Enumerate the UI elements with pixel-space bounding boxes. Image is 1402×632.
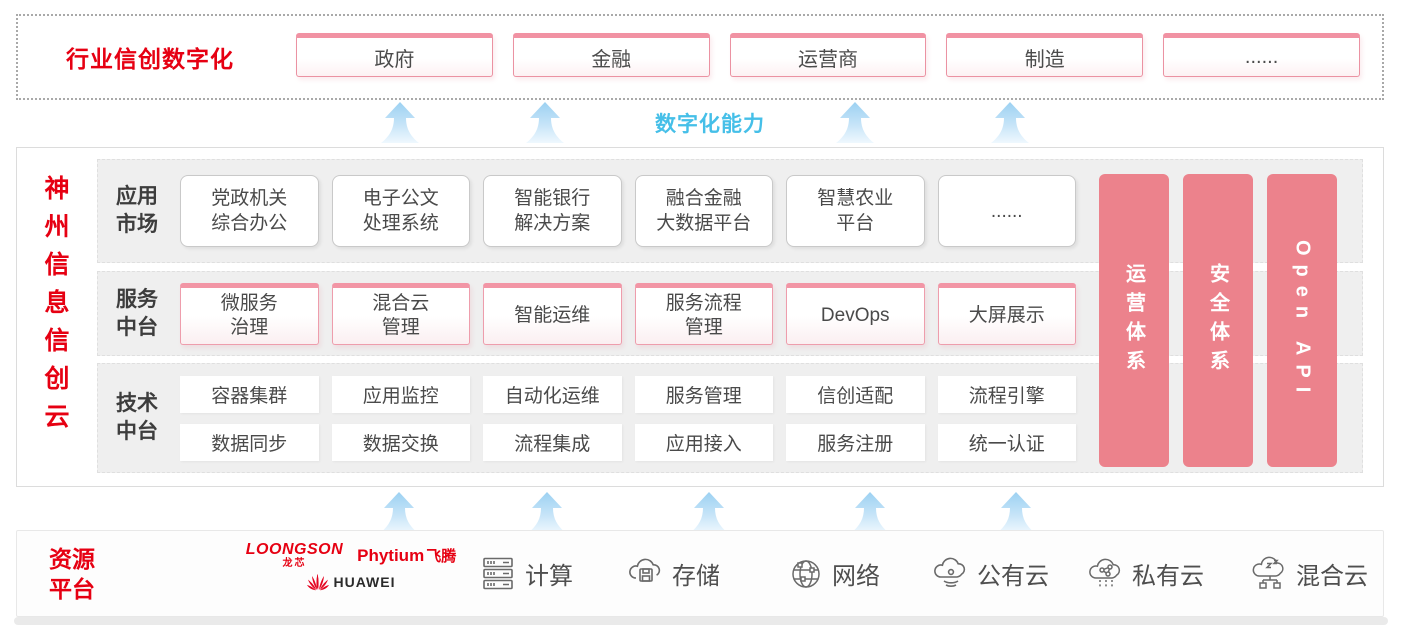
app-box-list: 党政机关 综合办公电子公文 处理系统智能银行 解决方案融合金融 大数据平台智慧农… bbox=[180, 160, 1076, 262]
phytium-wordmark: Phytium bbox=[357, 546, 425, 565]
tech-box: 统一认证 bbox=[937, 423, 1076, 461]
tech-box-list: 容器集群应用监控自动化运维服务管理信创适配流程引擎数据同步数据交换流程集成应用接… bbox=[180, 364, 1076, 472]
vendor-logos: LOONGSON 龙芯 Phytium 飞腾 bbox=[215, 542, 487, 591]
up-arrow-icon bbox=[836, 102, 874, 143]
resource-item-compute: 计算 bbox=[480, 556, 573, 592]
resource-item-label: 存储 bbox=[672, 563, 720, 590]
layer-label: 技术 中台 bbox=[116, 392, 158, 443]
layer-label: 服务 中台 bbox=[116, 287, 158, 339]
up-arrow-icon bbox=[380, 492, 418, 533]
tech-box: 流程引擎 bbox=[937, 375, 1076, 413]
phytium-cn-label: 飞腾 bbox=[426, 548, 457, 565]
service-box: 混合云 管理 bbox=[331, 282, 470, 345]
resource-item-public-cloud: 公有云 bbox=[932, 556, 1049, 592]
huawei-flower-icon bbox=[306, 574, 329, 591]
sector-list: 政府金融运营商制造...... bbox=[296, 33, 1360, 77]
service-box: 服务流程 管理 bbox=[634, 282, 773, 345]
app-box: 融合金融 大数据平台 bbox=[634, 175, 773, 247]
resource-item-storage: 存储 bbox=[627, 556, 720, 592]
public-cloud-icon bbox=[934, 557, 966, 587]
tech-box: 应用监控 bbox=[331, 375, 470, 413]
industry-banner: 行业信创数字化 政府金融运营商制造...... bbox=[16, 14, 1384, 100]
service-box: 微服务 治理 bbox=[180, 282, 319, 345]
up-arrow-icon bbox=[690, 492, 728, 533]
up-arrow-icon bbox=[991, 102, 1029, 143]
tech-box: 流程集成 bbox=[483, 423, 622, 461]
tech-box: 自动化运维 bbox=[483, 375, 622, 413]
compute-icon bbox=[483, 557, 513, 589]
resource-item-hybrid-cloud: 混合云 bbox=[1251, 556, 1368, 592]
sector-box: 金融 bbox=[512, 33, 710, 77]
platform-title: 神州信息信创云 bbox=[44, 175, 70, 431]
resource-item-label: 混合云 bbox=[1296, 563, 1368, 590]
pillar-bar: Open API bbox=[1267, 174, 1337, 467]
layer-label: 应用 市场 bbox=[116, 185, 158, 236]
tech-box: 服务注册 bbox=[786, 423, 925, 461]
resource-item-network: 网络 bbox=[787, 556, 880, 592]
loongson-cn-label: 龙芯 bbox=[282, 558, 307, 569]
resource-item-label: 私有云 bbox=[1132, 563, 1204, 590]
pillar-bar: 安全体系 bbox=[1183, 174, 1253, 467]
tech-box: 应用接入 bbox=[634, 423, 773, 461]
app-box: 智能银行 解决方案 bbox=[483, 175, 622, 247]
tech-box: 信创适配 bbox=[786, 375, 925, 413]
service-box: DevOps bbox=[786, 282, 925, 345]
hybrid-cloud-icon bbox=[1252, 556, 1284, 589]
up-arrow-icon bbox=[381, 102, 419, 143]
bottom-divider bbox=[14, 617, 1388, 625]
resource-label: 资源 平台 bbox=[49, 545, 95, 602]
app-box: ...... bbox=[937, 175, 1076, 247]
up-arrow-icon bbox=[997, 492, 1035, 533]
sector-box: 运营商 bbox=[729, 33, 927, 77]
phytium-logo: Phytium 飞腾 bbox=[357, 545, 456, 566]
storage-icon bbox=[629, 558, 661, 582]
platform-panel: 神州信息信创云 应用 市场 党政机关 综合办公电子公文 处理系统智能银行 解决方… bbox=[16, 147, 1384, 487]
tech-box: 服务管理 bbox=[634, 375, 773, 413]
loongson-logo: LOONGSON 龙芯 bbox=[246, 542, 343, 569]
service-box: 大屏展示 bbox=[937, 282, 1076, 345]
pillar-bar: 运营体系 bbox=[1099, 174, 1169, 467]
huawei-wordmark: HUAWEI bbox=[333, 574, 396, 590]
up-arrow-icon bbox=[528, 492, 566, 533]
tech-box: 容器集群 bbox=[180, 375, 319, 413]
sector-box: 政府 bbox=[296, 33, 493, 77]
app-box: 党政机关 综合办公 bbox=[180, 175, 319, 247]
sector-box: 制造 bbox=[946, 33, 1144, 77]
network-icon bbox=[792, 559, 820, 588]
up-arrow-icon bbox=[526, 102, 564, 143]
capability-label: 数字化能力 bbox=[655, 113, 765, 136]
service-box: 智能运维 bbox=[483, 282, 622, 345]
up-arrow-icon bbox=[851, 492, 889, 533]
huawei-logo: HUAWEI bbox=[306, 573, 396, 591]
tech-box: 数据同步 bbox=[180, 423, 319, 461]
tech-box: 数据交换 bbox=[331, 423, 470, 461]
industry-banner-title: 行业信创数字化 bbox=[66, 46, 234, 72]
private-cloud-icon bbox=[1089, 558, 1121, 588]
resource-item-private-cloud: 私有云 bbox=[1087, 556, 1204, 592]
resource-item-label: 网络 bbox=[832, 563, 880, 590]
sector-box: ...... bbox=[1163, 33, 1360, 77]
app-box: 电子公文 处理系统 bbox=[331, 175, 470, 247]
resource-panel: 资源 平台 LOONGSON 龙芯 Phytium 飞腾 bbox=[16, 530, 1384, 617]
resource-item-label: 计算 bbox=[525, 563, 573, 590]
loongson-wordmark: LOONGSON bbox=[245, 541, 344, 558]
resource-item-label: 公有云 bbox=[977, 563, 1049, 590]
app-box: 智慧农业 平台 bbox=[786, 175, 925, 247]
